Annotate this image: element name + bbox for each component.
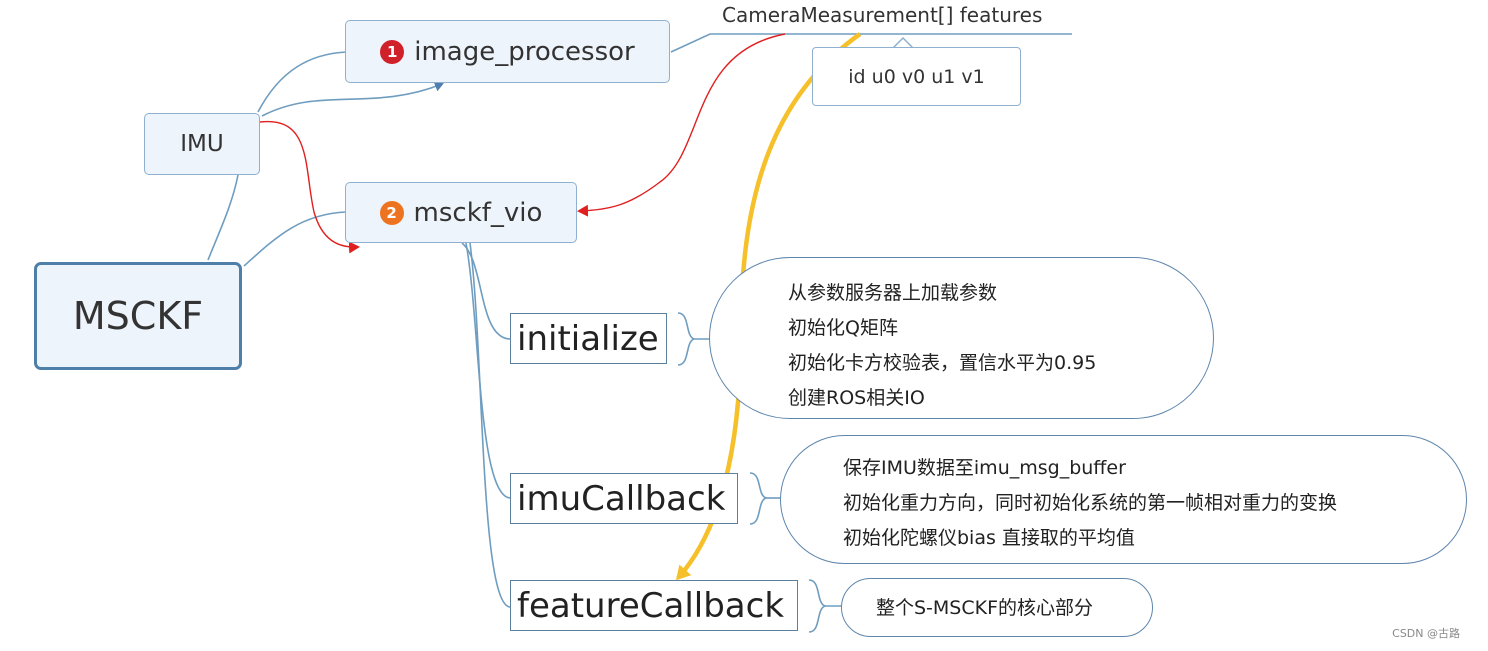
note-line: 初始化卡方校验表，置信水平为0.95 — [788, 352, 1097, 374]
note-bubble-initialize: 从参数服务器上加载参数 初始化Q矩阵 初始化卡方校验表，置信水平为0.95 创建… — [709, 257, 1214, 419]
note-line: 创建ROS相关IO — [788, 387, 925, 409]
note-line: 保存IMU数据至imu_msg_buffer — [843, 457, 1126, 479]
msckf-vio-label: msckf_vio — [413, 197, 543, 228]
subtopic-initialize-label: initialize — [517, 318, 659, 359]
link-to-imucallback — [465, 242, 511, 499]
priority-2-icon: 2 — [379, 200, 404, 225]
link-msckf-msckf-vio — [243, 211, 347, 267]
imu-label: IMU — [180, 131, 224, 157]
link-msckf-imu — [207, 174, 239, 261]
brace-initialize — [677, 312, 697, 366]
note-bubble-imucallback: 保存IMU数据至imu_msg_buffer 初始化重力方向，同时初始化系统的第… — [780, 435, 1467, 564]
subtopic-initialize[interactable]: initialize — [510, 313, 667, 364]
node-image-processor[interactable]: 1 image_processor — [345, 20, 670, 83]
note-line: 从参数服务器上加载参数 — [788, 282, 998, 304]
subtopic-featurecallback[interactable]: featureCallback — [510, 580, 798, 631]
link-image-processor-features — [670, 33, 1072, 53]
note-line: 初始化Q矩阵 — [788, 317, 898, 339]
node-msckf-vio[interactable]: 2 msckf_vio — [345, 182, 577, 243]
subtopic-imucallback[interactable]: imuCallback — [510, 473, 738, 524]
callout-notch — [892, 36, 914, 49]
note-line: 初始化重力方向，同时初始化系统的第一帧相对重力的变换 — [843, 492, 1338, 514]
note-line: 初始化陀螺仪bias 直接取的平均值 — [843, 527, 1135, 549]
arrow-imu-to-image-processor — [261, 81, 444, 117]
note-bubble-featurecallback: 整个S-MSCKF的核心部分 — [841, 578, 1153, 637]
root-label: MSCKF — [72, 294, 204, 338]
node-imu[interactable]: IMU — [144, 113, 260, 175]
link-to-initialize — [461, 242, 511, 340]
brace-featurecallback — [808, 579, 828, 633]
arrow-imu-to-msckf-vio — [259, 120, 360, 254]
brace-imucallback — [749, 472, 769, 525]
features-label: CameraMeasurement[] features — [722, 3, 1043, 27]
subtopic-imucallback-label: imuCallback — [517, 478, 726, 519]
watermark: CSDN @古路 — [1392, 627, 1460, 640]
subtopic-featurecallback-label: featureCallback — [517, 585, 785, 626]
note-line: 整个S-MSCKF的核心部分 — [876, 597, 1094, 619]
image-processor-label: image_processor — [414, 36, 635, 67]
root-node-msckf[interactable]: MSCKF — [34, 262, 242, 370]
link-to-featurecallback — [469, 242, 511, 608]
priority-1-icon: 1 — [380, 39, 405, 64]
callout-text: id u0 v0 u1 v1 — [848, 65, 985, 88]
features-callout: id u0 v0 u1 v1 — [812, 47, 1021, 106]
arrow-features-to-msckf-vio — [577, 33, 786, 217]
link-imu-image-processor — [257, 51, 347, 113]
